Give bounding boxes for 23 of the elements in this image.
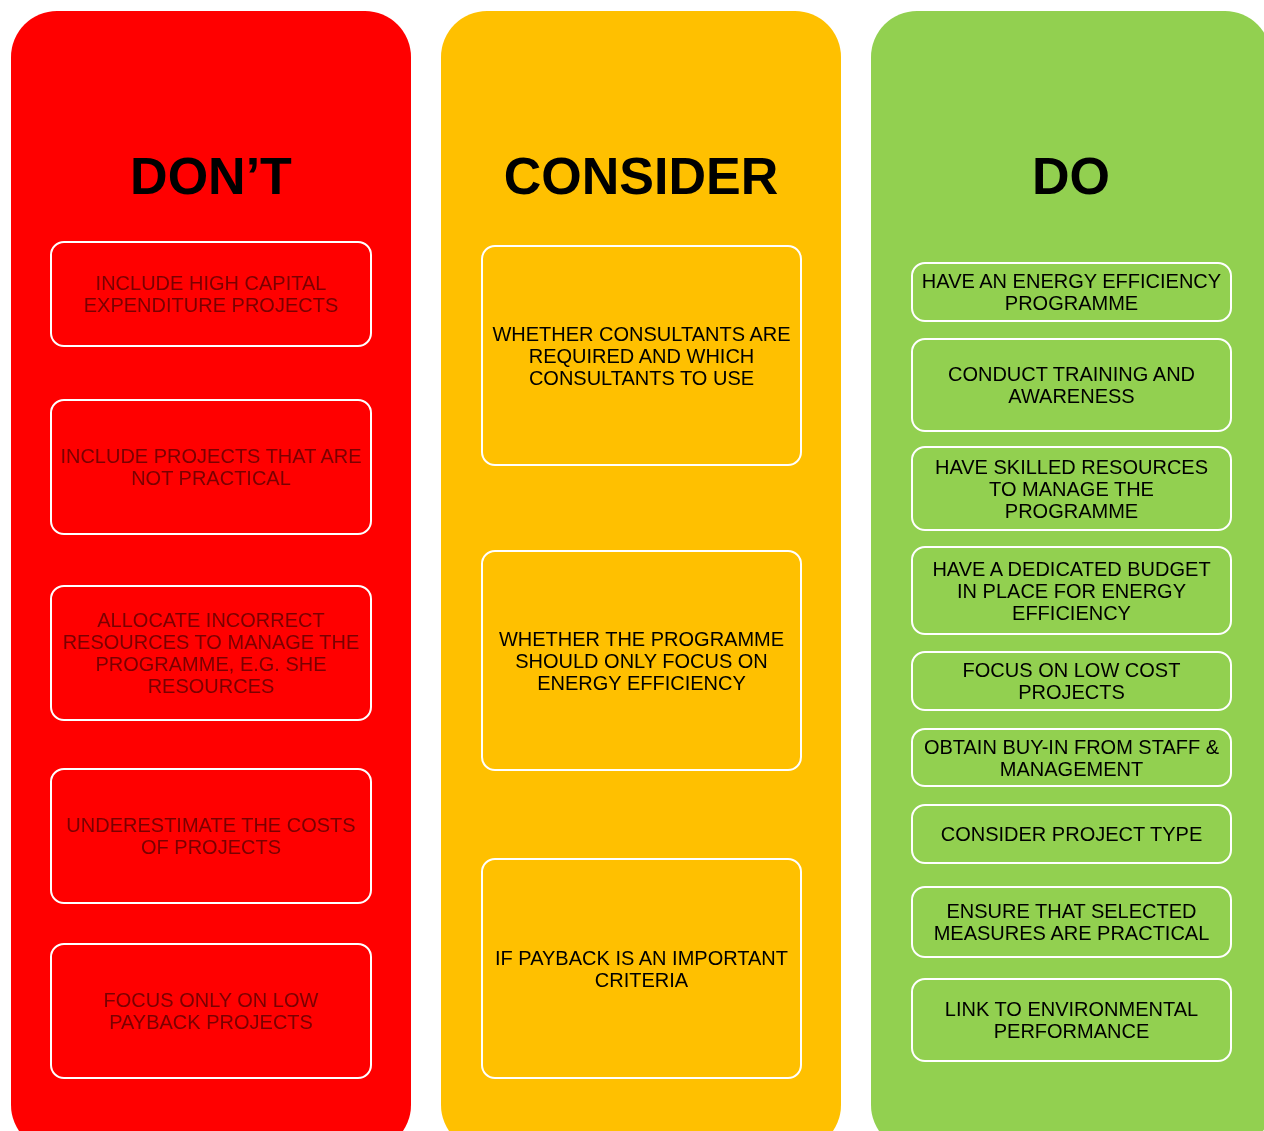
column-heading: DO [1031,146,1111,206]
column-panel [441,11,841,1131]
item-box: HAVE AN ENERGY EFFICIENCY PROGRAMME [911,262,1232,322]
item-box: WHETHER CONSULTANTS ARE REQUIRED AND WHICH CONSULTANTS TO USE [481,245,802,466]
item-box: INCLUDE PROJECTS THAT ARE NOT PRACTICAL [50,399,372,535]
item-box: LINK TO ENVIRONMENTAL PERFORMANCE [911,978,1232,1062]
item-box: UNDERESTIMATE THE COSTS OF PROJECTS [50,768,372,904]
item-box: ENSURE THAT SELECTED MEASURES ARE PRACTICAL [911,886,1232,958]
item-box: CONDUCT TRAINING AND AWARENESS [911,338,1232,432]
column-heading: DON’T [129,146,293,206]
item-box: HAVE A DEDICATED BUDGET IN PLACE FOR ENERGY EFFICIENCY [911,546,1232,635]
item-box: OBTAIN BUY-IN FROM STAFF & MANAGEMENT [911,728,1232,787]
item-box: INCLUDE HIGH CAPITAL EXPENDITURE PROJECTS [50,241,372,347]
column-panel [11,11,411,1131]
column-panel [871,11,1264,1131]
item-box: FOCUS ON LOW COST PROJECTS [911,651,1232,711]
item-box: ALLOCATE INCORRECT RESOURCES TO MANAGE THE PROGRAMME, E.G. SHE RESOURCES [50,585,372,721]
item-box: CONSIDER PROJECT TYPE [911,804,1232,864]
item-box: HAVE SKILLED RESOURCES TO MANAGE THE PROGRAMME [911,446,1232,531]
column-heading: CONSIDER [502,146,780,206]
item-box: IF PAYBACK IS AN IMPORTANT CRITERIA [481,858,802,1079]
item-box: FOCUS ONLY ON LOW PAYBACK PROJECTS [50,943,372,1079]
item-box: WHETHER THE PROGRAMME SHOULD ONLY FOCUS ON ENERGY EFFICIENCY [481,550,802,771]
